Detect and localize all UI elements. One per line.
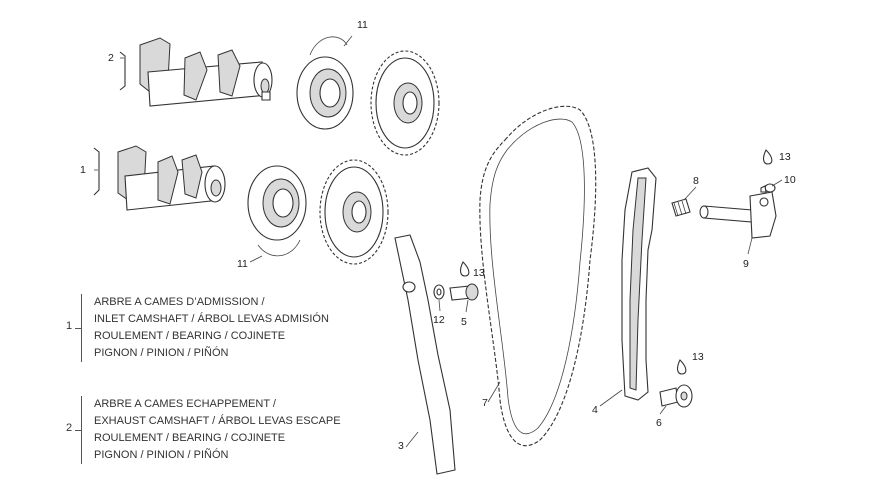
legend-group-1-number: 1 [66,320,73,332]
exhaust-camshaft [119,37,273,107]
tensioner-screw [760,183,776,193]
legend-group-1-tick [75,328,81,329]
callout-3: 3 [398,440,404,452]
timing-chain [479,105,597,447]
inlet-camshaft [93,145,226,211]
legend-group-2-line-2: EXHAUST CAMSHAFT / ÁRBOL LEVAS ESCAPE [94,415,341,427]
callout-8: 8 [693,175,699,187]
legend-group-1-line-3: ROULEMENT / BEARING / COJINETE [94,330,286,342]
legend-group-1-line-1: ARBRE A CAMES D’ADMISSION / [94,296,265,308]
callout-5: 5 [461,316,467,328]
tensioner-body [699,191,777,239]
legend-group-1-line-4: PIGNON / PINION / PIÑÓN [94,347,229,359]
lower-sprocket [319,159,389,265]
callout-2: 2 [108,52,114,64]
callout-13-plug: 13 [692,351,704,363]
washer [433,284,445,300]
legend-group-2-line-3: ROULEMENT / BEARING / COJINETE [94,432,286,444]
legend-group-2-text: ARBRE A CAMES ECHAPPEMENT / EXHAUST CAMS… [94,396,341,464]
tensioner-plug [659,384,693,408]
legend-group-1-line-2: INLET CAMSHAFT / ÁRBOL LEVAS ADMISIÓN [94,313,329,325]
chain-guide [394,234,456,475]
callout-13-tensioner: 13 [779,151,791,163]
callout-9: 9 [743,258,749,270]
callout-11-bottom: 11 [237,258,248,270]
callout-4: 4 [592,404,598,416]
threadlock-symbol-3 [677,359,687,375]
tensioner-spring [671,198,691,217]
legend-group-2-number: 2 [66,422,73,434]
legend-group-2-line-4: PIGNON / PINION / PIÑÓN [94,449,229,461]
callout-6: 6 [656,417,662,429]
callout-13-chain-guide: 13 [473,267,485,279]
top-sprocket [370,50,440,156]
lower-bearing [247,165,307,257]
tensioner-blade [621,167,657,401]
legend-group-2-bracket [81,396,82,464]
callout-11-top: 11 [357,19,368,31]
legend-group-2-line-1: ARBRE A CAMES ECHAPPEMENT / [94,398,276,410]
threadlock-symbol-2 [763,149,773,165]
callout-12: 12 [433,314,445,326]
pivot-bolt [449,283,479,301]
callout-labels: 2 1 11 11 3 4 7 13 12 5 8 9 13 10 13 6 [80,19,796,452]
callout-1: 1 [80,164,86,176]
callout-10: 10 [784,174,796,186]
legend-group-1-text: ARBRE A CAMES D’ADMISSION / INLET CAMSHA… [94,294,329,362]
leader-lines [94,35,783,448]
callout-7: 7 [482,397,488,409]
legend-group-1-bracket [81,294,82,362]
threadlock-symbol-1 [460,261,470,277]
legend-group-2-tick [75,430,81,431]
top-bearing [296,36,354,130]
